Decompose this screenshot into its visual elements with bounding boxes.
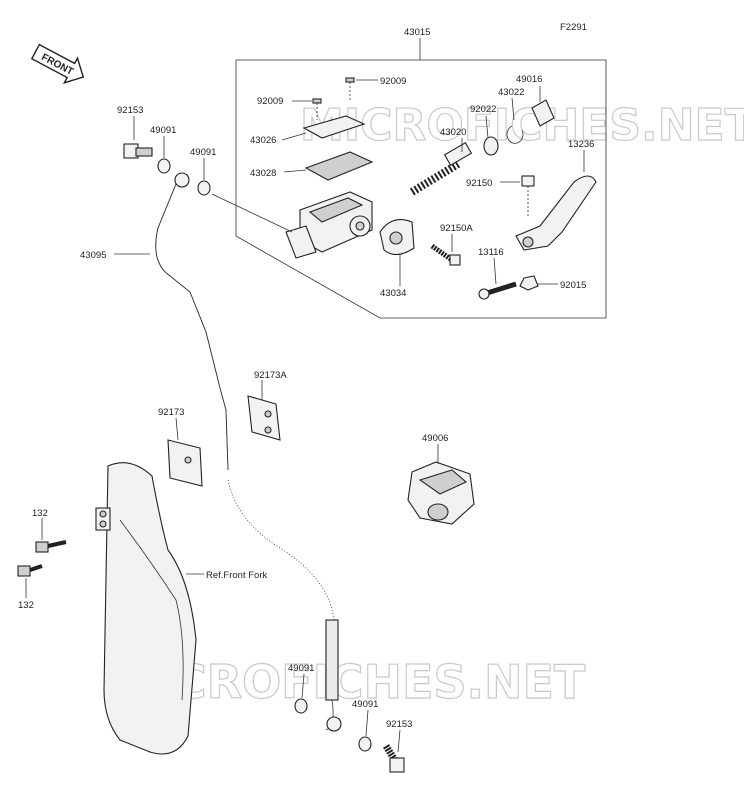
label-49091-d: 49091 bbox=[352, 699, 378, 710]
circlip-43022 bbox=[506, 125, 524, 144]
washer-92022 bbox=[483, 136, 499, 156]
label-92009-left: 92009 bbox=[257, 96, 283, 107]
label-132-upper: 132 bbox=[32, 508, 48, 519]
front-fork-guard bbox=[95, 462, 197, 755]
label-92153-top: 92153 bbox=[117, 105, 143, 116]
label-92173: 92173 bbox=[158, 407, 184, 418]
ref-front-fork: Ref.Front Fork bbox=[206, 570, 267, 581]
washer-49091-a bbox=[157, 158, 171, 174]
bolt-132-upper bbox=[35, 540, 67, 553]
washer-49091-b bbox=[197, 180, 211, 196]
diaphragm bbox=[304, 151, 374, 181]
label-92150A: 92150A bbox=[440, 223, 473, 234]
bolt-92150A bbox=[430, 243, 461, 266]
washer-49091-c bbox=[294, 698, 308, 714]
piston-spring-kit bbox=[409, 142, 473, 196]
label-43034: 43034 bbox=[380, 288, 406, 299]
label-43015: 43015 bbox=[404, 27, 430, 38]
connection-line-top bbox=[211, 193, 293, 233]
front-arrow-icon: FRONT bbox=[30, 43, 85, 84]
label-49006: 49006 bbox=[422, 433, 448, 444]
assembly-box bbox=[235, 59, 607, 319]
pin-13116 bbox=[478, 281, 517, 300]
screw-92009-right bbox=[345, 77, 355, 100]
bolt-132-lower bbox=[17, 564, 43, 577]
label-49091-a: 49091 bbox=[150, 125, 176, 136]
bolt-92150 bbox=[521, 175, 535, 216]
boot-49016 bbox=[531, 99, 555, 127]
label-92022: 92022 bbox=[470, 104, 496, 115]
diagram-code: F2291 bbox=[560, 22, 587, 33]
screw-92009-left bbox=[312, 98, 322, 120]
protector-49006 bbox=[407, 461, 475, 525]
label-49091-c: 49091 bbox=[288, 663, 314, 674]
label-43026: 43026 bbox=[250, 135, 276, 146]
washer-49091-d bbox=[358, 736, 372, 752]
banjo-bolt-92153-top bbox=[123, 143, 153, 159]
banjo-bolt-92153-bottom bbox=[383, 744, 405, 773]
label-13116: 13116 bbox=[478, 247, 504, 258]
label-92173A: 92173A bbox=[254, 370, 287, 381]
label-92015: 92015 bbox=[560, 280, 586, 291]
label-13236: 13236 bbox=[568, 139, 594, 150]
reservoir-cover bbox=[302, 115, 366, 139]
master-cylinder-body bbox=[285, 191, 373, 259]
nut-92015 bbox=[519, 275, 539, 291]
label-43028: 43028 bbox=[250, 168, 276, 179]
label-92153-bottom: 92153 bbox=[386, 719, 412, 730]
label-43020: 43020 bbox=[440, 127, 466, 138]
label-92150: 92150 bbox=[466, 178, 492, 189]
label-43095: 43095 bbox=[80, 250, 106, 261]
label-132-lower: 132 bbox=[18, 600, 34, 611]
label-49091-b: 49091 bbox=[190, 147, 216, 158]
clamp-43034 bbox=[379, 219, 415, 256]
clamp-92173A bbox=[247, 395, 281, 441]
watermark-top: MICROFICHES.NET bbox=[300, 100, 744, 151]
clamp-92173 bbox=[167, 439, 203, 487]
label-43022: 43022 bbox=[498, 87, 524, 98]
brake-hose-43095 bbox=[155, 172, 342, 732]
label-49016: 49016 bbox=[516, 74, 542, 85]
brake-lever bbox=[515, 175, 597, 251]
label-92009-right: 92009 bbox=[380, 76, 406, 87]
